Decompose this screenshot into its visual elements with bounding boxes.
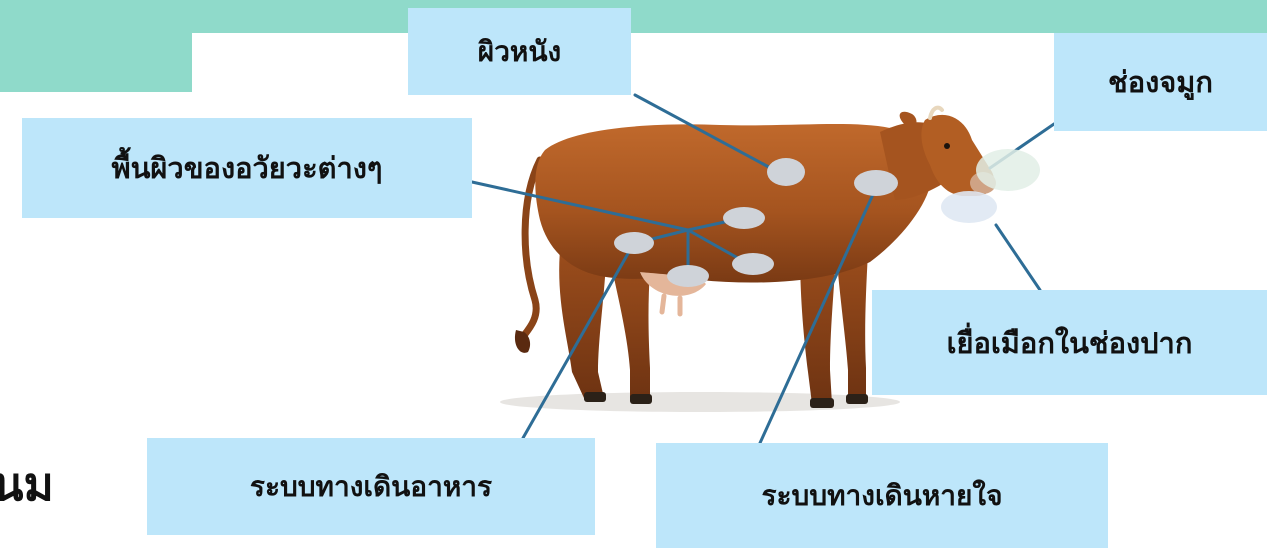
marker-organ-3 <box>667 265 709 287</box>
label-mouth: เยื่อเมือกในช่องปาก <box>872 290 1267 395</box>
marker-organ-4 <box>732 253 774 275</box>
marker-organ-2 <box>614 232 654 254</box>
marker-respiratory <box>854 170 898 196</box>
label-organs: พื้นผิวของอวัยวะต่างๆ <box>22 118 472 218</box>
label-nose: ช่องจมูก <box>1054 33 1267 131</box>
marker-nose <box>976 149 1040 191</box>
leader-line-mouth <box>996 225 1040 290</box>
label-digestive-text: ระบบทางเดินอาหาร <box>250 465 492 509</box>
label-skin: ผิวหนัง <box>408 8 631 95</box>
label-respiratory-text: ระบบทางเดินหายใจ <box>761 474 1002 518</box>
label-digestive: ระบบทางเดินอาหาร <box>147 438 595 535</box>
label-nose-text: ช่องจมูก <box>1108 59 1213 105</box>
label-skin-text: ผิวหนัง <box>478 30 561 74</box>
label-organs-text: พื้นผิวของอวัยวะต่างๆ <box>111 145 382 191</box>
ground-shadow <box>500 392 900 412</box>
label-mouth-text: เยื่อเมือกในช่องปาก <box>947 320 1193 366</box>
marker-organ-1 <box>723 207 765 229</box>
label-respiratory: ระบบทางเดินหายใจ <box>656 443 1108 548</box>
marker-skin <box>767 158 805 186</box>
partial-heading: นม <box>0 448 54 521</box>
marker-mouth <box>941 191 997 223</box>
